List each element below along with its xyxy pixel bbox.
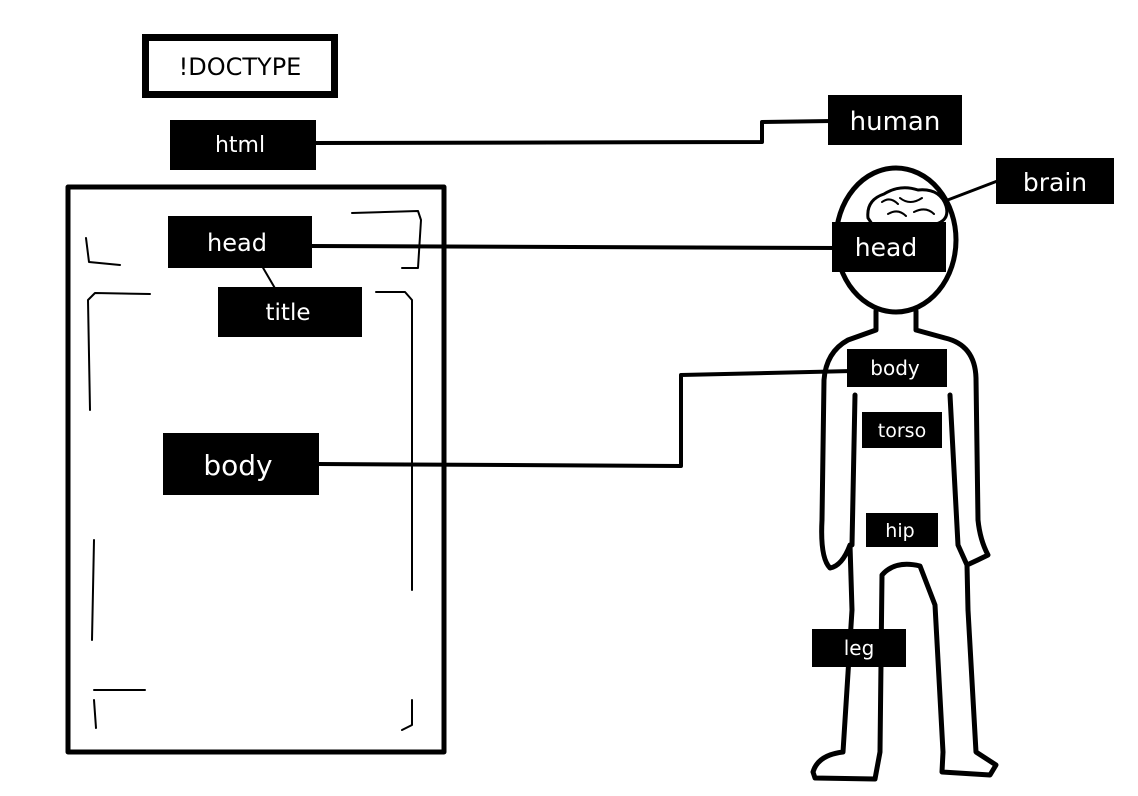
head-label-text: head (207, 229, 267, 257)
leg-label-text: leg (844, 636, 875, 660)
human-head-label-text: head (855, 233, 917, 262)
human-label-text: human (850, 107, 941, 137)
brain-label: brain (996, 158, 1114, 204)
connector-body-body (316, 369, 854, 468)
human-right-arm-inner (947, 392, 970, 568)
doctype-label: !DOCTYPE (142, 34, 338, 98)
connector-head-title (261, 265, 277, 291)
html-document-structure: !DOCTYPE html head title body (65, 34, 447, 755)
human-body-label: body (847, 349, 947, 387)
human-body-outline (810, 308, 999, 782)
doctype-label-text: !DOCTYPE (179, 53, 302, 81)
body-section-outline (87, 291, 413, 731)
human-label: human (828, 95, 962, 145)
human-head-label: head (832, 222, 946, 272)
html-label: html (170, 120, 316, 170)
title-label-text: title (266, 300, 311, 326)
brain-label-text: brain (1023, 168, 1087, 197)
human-body-label-text: body (870, 356, 920, 380)
connector-head-head (308, 244, 840, 250)
torso-label-text: torso (878, 420, 926, 442)
head-section-outline (85, 210, 422, 269)
body-label-text: body (203, 449, 272, 482)
torso-label: torso (862, 412, 942, 448)
body-label: body (163, 433, 319, 495)
leg-label: leg (812, 629, 906, 667)
html-page-frame (65, 184, 447, 755)
hip-label: hip (866, 513, 938, 547)
connector-html-human (312, 119, 834, 145)
head-label: head (168, 216, 312, 268)
human-left-arm-inner (849, 392, 858, 548)
human-figure: human brain head body torso hip (810, 95, 1114, 782)
title-label: title (218, 287, 362, 337)
brain-icon (866, 186, 949, 226)
html-label-text: html (215, 133, 265, 158)
hip-label-text: hip (885, 520, 914, 542)
